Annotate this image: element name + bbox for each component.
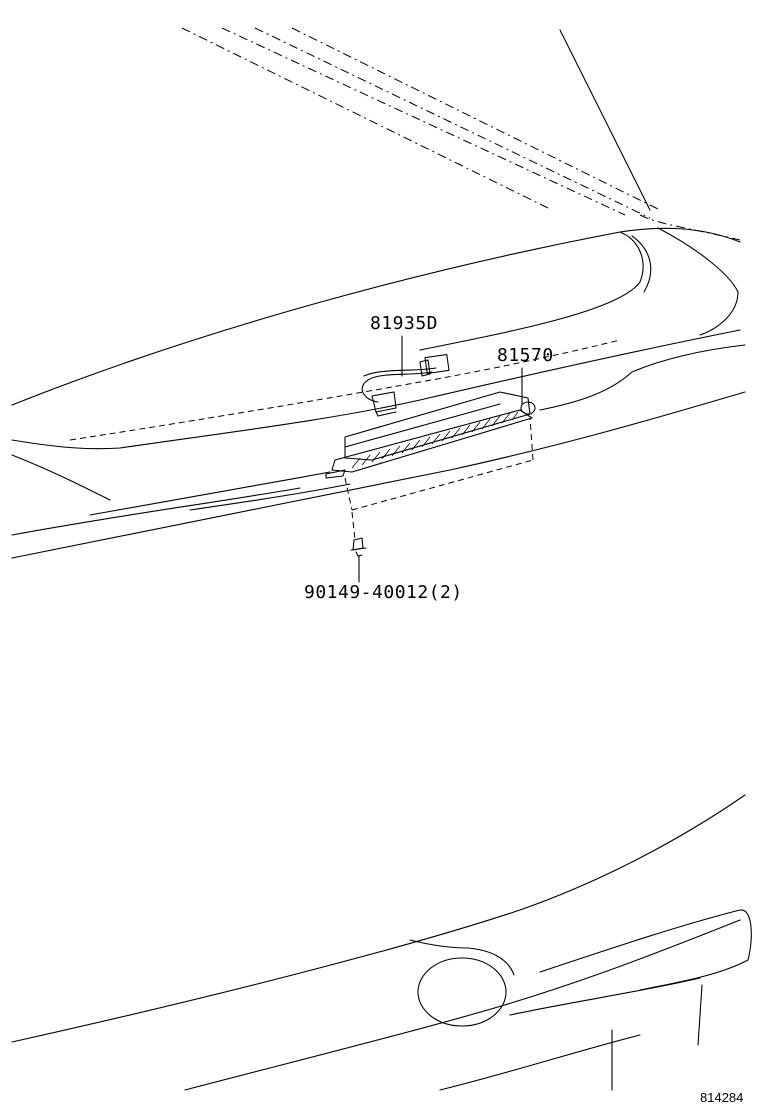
rear-window-outline — [181, 27, 741, 241]
wire-harness — [361, 353, 450, 417]
part-label-90149-40012: 90149-40012(2) — [304, 582, 463, 603]
emblem-outline — [417, 957, 507, 1027]
stop-lamp-assembly — [325, 391, 536, 541]
back-door-outline — [11, 227, 746, 559]
lamp-lens-hatching — [351, 411, 519, 469]
part-label-81570: 81570 — [497, 345, 554, 366]
illustration-code: 814284 — [700, 1090, 744, 1105]
lower-back-door-outline — [11, 794, 752, 1091]
part-label-81935D: 81935D — [370, 313, 439, 334]
clip-part — [350, 537, 367, 557]
